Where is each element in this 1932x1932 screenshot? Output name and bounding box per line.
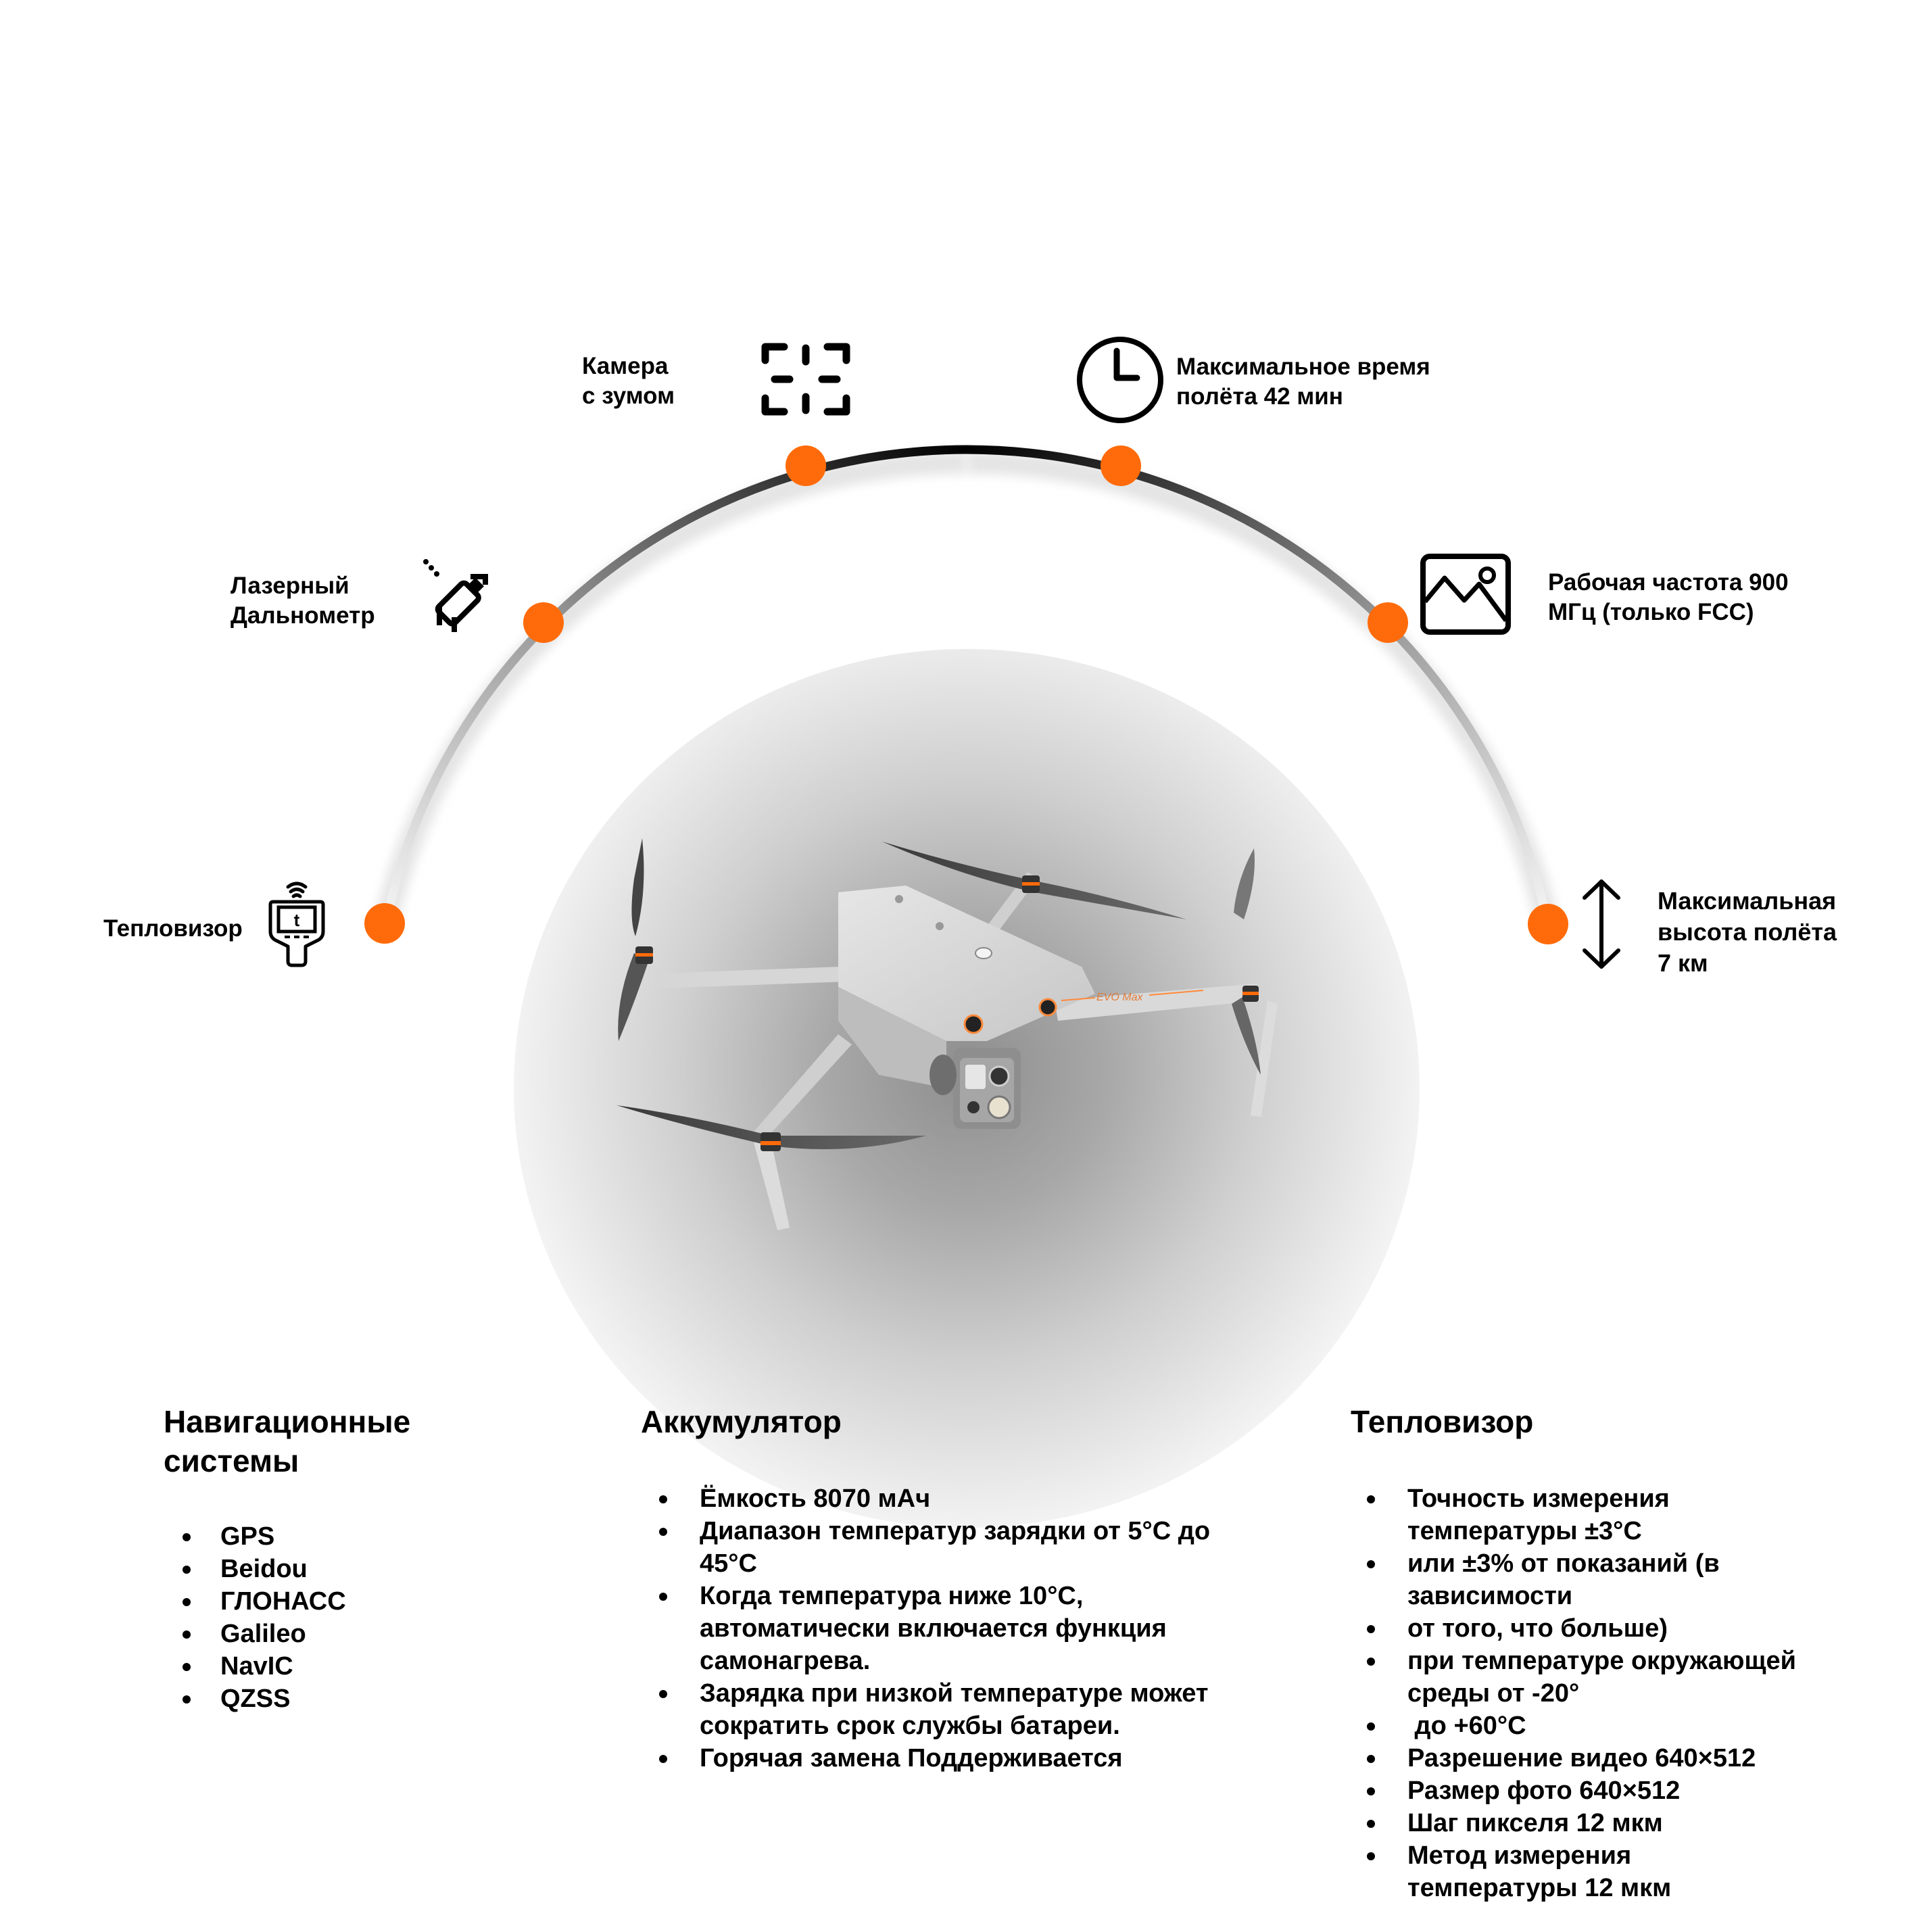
svg-text:EVO Max: EVO Max — [1096, 992, 1143, 1003]
clock-icon — [1077, 337, 1163, 423]
image-icon — [1420, 554, 1511, 635]
thermal-list: Точность измерения температуры ±3°C или … — [1367, 1482, 1806, 1904]
dot-thermal — [364, 903, 405, 944]
list-item: Ёмкость 8070 мАч — [659, 1482, 1267, 1515]
list-item: при температуре окружающей среды от -20° — [1367, 1645, 1806, 1710]
list-item: GPS — [183, 1520, 346, 1553]
list-item: Метод измерения температуры 12 мкм — [1367, 1839, 1806, 1904]
feature-label-flight-time: Максимальное время полёта 42 мин — [1176, 354, 1430, 410]
feature-label-zoom-camera: Камера с зумом — [582, 353, 675, 409]
feature-label-thermal: Тепловизор — [103, 915, 243, 942]
zoom-camera-icon — [761, 343, 850, 416]
list-item: или ±3% от показаний (в зависимости — [1367, 1547, 1806, 1612]
feature-label-frequency: Рабочая частота 900 МГц (только FCC) — [1548, 569, 1789, 625]
list-item: NavIC — [183, 1650, 346, 1683]
section-title-navigation: Навигационные системы — [164, 1404, 411, 1478]
svg-text:t: t — [294, 910, 300, 930]
list-item: Когда температура ниже 10°C, автоматичес… — [659, 1580, 1267, 1677]
list-item: QZSS — [183, 1683, 346, 1715]
vertical-arrows-icon — [1583, 879, 1620, 969]
thermal-imager-icon: t — [268, 882, 325, 967]
dot-frequency — [1368, 602, 1408, 643]
list-item: Размер фото 640×512 — [1367, 1774, 1806, 1807]
dot-altitude — [1528, 904, 1568, 944]
list-item: ГЛОНАСС — [183, 1585, 346, 1618]
dot-flight-time — [1101, 445, 1141, 486]
battery-list: Ёмкость 8070 мАч Диапазон температур зар… — [659, 1482, 1267, 1774]
list-item: Разрешение видео 640×512 — [1367, 1742, 1806, 1774]
feature-label-laser-rangefinder: Лазерный Дальнометр — [231, 573, 375, 629]
feature-label-altitude: Максимальная высота полёта 7 км — [1658, 887, 1837, 977]
drone-image: EVO Max — [617, 838, 1278, 1230]
dot-laser — [523, 602, 564, 643]
list-item: Диапазон температур зарядки от 5°C до 45… — [659, 1515, 1267, 1580]
dot-zoom-camera — [786, 445, 826, 486]
list-item: Galileo — [183, 1618, 346, 1650]
section-title-thermal: Тепловизор — [1351, 1404, 1534, 1439]
list-item: Точность измерения температуры ±3°C — [1367, 1482, 1806, 1547]
section-title-battery: Аккумулятор — [641, 1404, 842, 1439]
list-item: Зарядка при низкой температуре может сок… — [659, 1677, 1267, 1742]
list-item: Шаг пикселя 12 мкм — [1367, 1807, 1806, 1839]
list-item: от того, что больше) — [1367, 1612, 1806, 1645]
list-item: Горячая замена Поддерживается — [659, 1742, 1267, 1774]
navigation-list: GPS Beidou ГЛОНАСС Galileo NavIC QZSS — [183, 1520, 346, 1715]
list-item: Beidou — [183, 1553, 346, 1585]
laser-rangefinder-icon — [423, 559, 488, 632]
list-item: до +60°C — [1367, 1710, 1806, 1742]
arc-dots — [364, 445, 1568, 944]
